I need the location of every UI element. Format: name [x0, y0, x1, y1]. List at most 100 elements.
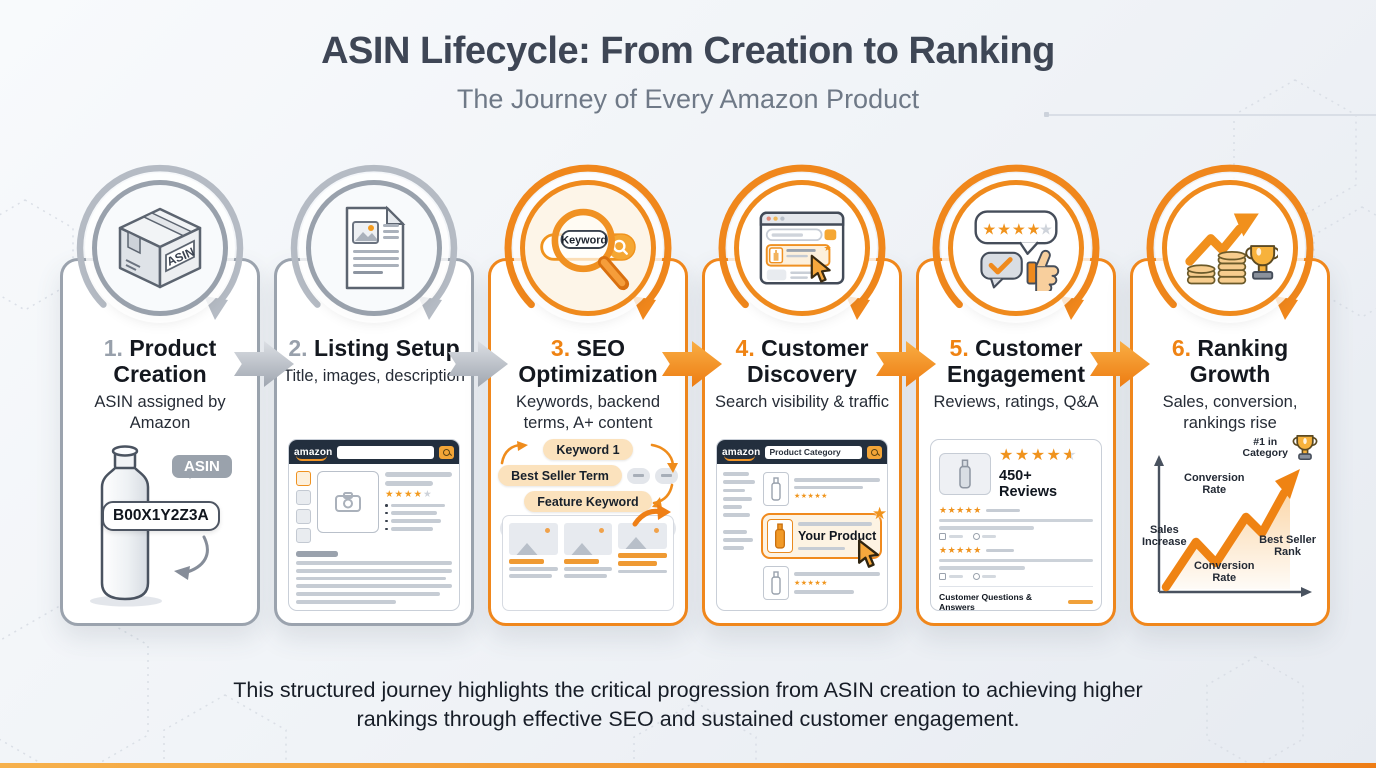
keyword-magnifier-icon: Keyword: [540, 208, 636, 291]
step-card-ranking-growth: 6. Ranking Growth Sales, conversion, ran…: [1130, 164, 1330, 626]
listing-document-icon: [345, 205, 406, 290]
step1-circle: ASIN: [72, 160, 248, 336]
step1-illustration: ASIN B00X1Y2Z3A: [74, 439, 246, 611]
bottom-accent-bar: [0, 763, 1376, 768]
step3-illustration: Keyword 1 Best Seller Term Feature Keywo…: [498, 439, 678, 611]
step4-title: 4. Customer Discovery: [735, 335, 869, 388]
amazon-navbar: amazon Product Category: [717, 440, 887, 464]
chart-label-conversion-bottom: Conversion Rate: [1194, 560, 1255, 584]
decorative-line: [1044, 112, 1376, 117]
keyword-pill-1: Keyword 1: [543, 439, 633, 460]
chart-label-best-seller: Best Seller Rank: [1259, 534, 1316, 558]
search-results-icon: ★: [759, 211, 845, 285]
small-curved-arrow-icon: [652, 483, 674, 508]
step-card-seo-optimization: Keyword 3. SEO Optimization Keywords, ba…: [488, 164, 688, 626]
search-button: [867, 445, 882, 459]
main-image-placeholder: [317, 471, 379, 533]
listing-info-lines: ★★★★★: [385, 471, 452, 543]
step-card-product-creation: ASIN 1. Product Creation ASIN assigned b…: [60, 164, 260, 626]
step-card-listing-setup: 2. Listing Setup Title, images, descript…: [274, 164, 474, 626]
cycle-arrow-arc: [718, 164, 886, 320]
aplus-content-panel: [502, 504, 674, 611]
description-lines: [296, 551, 452, 604]
search-bar: Product Category: [765, 445, 862, 459]
mini-keyword-pill: [626, 467, 650, 484]
result-row: ★★★★★: [761, 470, 882, 508]
step6-title: 6. Ranking Growth: [1171, 335, 1289, 388]
result-row: ★★★★★: [761, 564, 882, 602]
review-item: ★★★★★: [939, 506, 1093, 541]
step3-circle: Keyword: [500, 160, 676, 336]
step2-illustration: amazon: [288, 439, 460, 611]
reviews-panel: ★★★★★★ 450+ Reviews ★★★★★ ★★★★★: [930, 439, 1102, 611]
step6-illustration: Sales Increase Conversion Rate Conversio…: [1142, 435, 1318, 611]
search-results-panel: amazon Product Category: [716, 439, 888, 611]
step2-description: Title, images, description: [283, 367, 465, 386]
small-curved-arrow-icon: [650, 443, 678, 473]
rating-stars: ★★★★★: [385, 489, 433, 500]
step6-circle: [1142, 160, 1318, 336]
svg-text:★: ★: [824, 243, 832, 253]
svg-text:★: ★: [1039, 222, 1053, 239]
qa-heading: Customer Questions & Answers: [939, 592, 1033, 611]
bottle-icon: [959, 459, 971, 488]
small-curved-arrow-icon: [500, 441, 528, 465]
amazon-logo: amazon: [294, 446, 333, 461]
coins-icon: [1186, 250, 1247, 285]
step2-title: 2. Listing Setup: [288, 335, 460, 361]
like-dislike-row: [939, 533, 1093, 541]
trophy-icon: [1245, 245, 1278, 280]
curved-arrow-icon: [174, 535, 209, 580]
growth-chart-graphic: [1154, 455, 1312, 597]
orange-arrow-icon: [632, 504, 671, 527]
step2-circle: [286, 160, 462, 336]
camera-icon: [335, 492, 361, 512]
step3-title: 3. SEO Optimization: [518, 335, 658, 388]
trophy-icon: [1292, 435, 1318, 461]
step1-description: ASIN assigned by Amazon: [94, 393, 226, 433]
growth-chart: Sales Increase Conversion Rate Conversio…: [1142, 435, 1318, 611]
step4-description: Search visibility & traffic: [715, 393, 889, 412]
step5-description: Reviews, ratings, Q&A: [933, 393, 1099, 412]
thumbs-up-icon: [1026, 249, 1060, 291]
package-box-icon: ASIN: [118, 207, 202, 289]
chart-label-peak: #1 in Category: [1242, 436, 1288, 460]
cycle-arrow-arc: [1146, 164, 1314, 320]
review-thumbs-icon: ★★★★ ★: [974, 210, 1060, 291]
your-product-label: Your Product: [798, 529, 877, 543]
step4-circle: ★: [714, 160, 890, 336]
keyword-pill-3: Feature Keyword: [524, 491, 652, 512]
growth-trophy-icon: [1185, 213, 1278, 285]
like-dislike-row: [939, 573, 1093, 581]
image-thumbnails: [296, 471, 311, 543]
step-card-customer-discovery: ★ 4. Customer Discovery Search visibilit…: [702, 164, 902, 626]
page-subtitle: The Journey of Every Amazon Product: [456, 84, 920, 114]
page-title: ASIN Lifecycle: From Creation to Ranking: [321, 30, 1055, 72]
bottle-icon: [771, 571, 781, 595]
step1-title: 1. Product Creation: [103, 335, 217, 388]
svg-text:★★★★: ★★★★: [982, 222, 1041, 239]
asin-code: B00X1Y2Z3A: [102, 501, 220, 531]
cycle-arrow-arc: [76, 164, 244, 320]
product-thumbnail: [939, 452, 991, 495]
keyword-pill-2: Best Seller Term: [498, 465, 622, 486]
aplus-module: [563, 523, 613, 603]
amazon-navbar: amazon: [289, 440, 459, 464]
step6-description: Sales, conversion, rankings rise: [1162, 393, 1298, 433]
svg-text:Keyword: Keyword: [561, 235, 607, 247]
cursor-icon: [858, 539, 880, 568]
search-bar: [337, 445, 434, 459]
qa-see-more-link: [1067, 600, 1093, 605]
step5-illustration: ★★★★★★ 450+ Reviews ★★★★★ ★★★★★: [930, 439, 1102, 611]
search-button: [439, 445, 454, 459]
footer-summary: This structured journey highlights the c…: [233, 678, 1143, 732]
cycle-arrow-arc: [504, 164, 672, 320]
cycle-arrow-arc: [932, 164, 1100, 320]
asin-badge: ASIN: [172, 455, 232, 479]
reviews-count: 450+ Reviews: [999, 468, 1058, 500]
your-product-row: Your Product ★: [761, 504, 887, 568]
aplus-module: [618, 523, 668, 603]
step5-title: 5. Customer Engagement: [946, 335, 1086, 388]
step-card-customer-engagement: ★★★★ ★ 5. Customer Engagement Reviews, r…: [916, 164, 1116, 626]
orange-bottle-icon: [775, 523, 785, 549]
